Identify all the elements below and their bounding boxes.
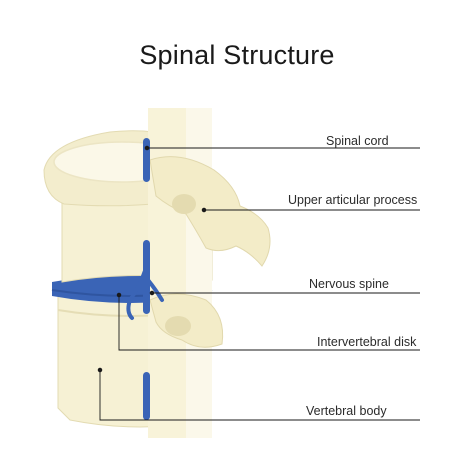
leader-line-intervertebral-disk <box>118 295 420 351</box>
upper-articular-process-shape <box>149 156 271 267</box>
label-vertebral-body: Vertebral body <box>306 404 387 418</box>
nerve-branch <box>126 266 148 320</box>
spinal-cord-segment-top <box>143 138 150 182</box>
label-nervous-spine: Nervous spine <box>309 277 389 291</box>
label-upper-articular-process: Upper articular process <box>288 193 418 207</box>
spinal-cord-segment-mid <box>143 240 150 314</box>
label-intervertebral-disk: Intervertebral disk <box>317 335 417 349</box>
leader-line-vertebral-body <box>99 370 420 421</box>
label-spinal-cord: Spinal cord <box>326 134 389 148</box>
spinal-cord-segment-low <box>143 372 150 420</box>
diagram-title: Spinal Structure <box>139 40 335 70</box>
